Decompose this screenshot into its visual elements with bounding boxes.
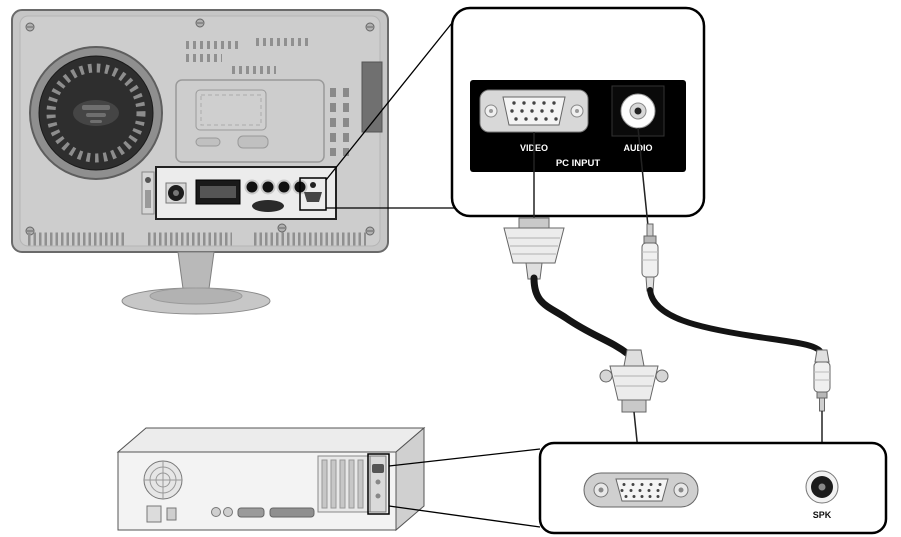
tv-side-bar xyxy=(361,61,383,133)
audio-label: AUDIO xyxy=(624,143,653,153)
video-port-pins xyxy=(510,101,558,121)
pc-video-card-bracket xyxy=(367,453,390,515)
pc-output-callout-frame xyxy=(538,441,888,535)
pc-output-port-marker xyxy=(367,453,390,515)
audio-cable xyxy=(637,127,831,468)
tv-speaker xyxy=(29,46,163,180)
tv-top-vents xyxy=(186,38,308,74)
vga-connector-lower xyxy=(599,349,669,413)
pc-power-switch xyxy=(166,507,177,521)
vga-cable-wire xyxy=(530,274,632,358)
tv-callout-lines xyxy=(325,17,457,209)
pc-io-ports xyxy=(211,507,315,518)
tv-stand xyxy=(121,251,271,315)
pc-power-socket xyxy=(146,505,162,523)
video-port xyxy=(479,89,589,133)
tv-screws xyxy=(25,18,375,236)
pc-vga-port-pins xyxy=(620,483,662,498)
pc-output-callout: SPK xyxy=(538,441,888,535)
audio-port xyxy=(611,85,665,137)
tv-connection-panel xyxy=(141,166,337,220)
oval-connector xyxy=(252,200,284,212)
spk-port xyxy=(805,470,839,504)
audio-plug-upper xyxy=(641,223,659,292)
pc-input-callout: VIDEO AUDIO PC INPUT xyxy=(450,6,706,218)
pc-fan xyxy=(143,460,183,500)
av-jacks xyxy=(244,179,308,195)
vga-connector-upper xyxy=(503,217,565,280)
pc-vga-port xyxy=(583,472,699,508)
pc-expansion-slots xyxy=(317,455,373,513)
pc-input-port-marker xyxy=(299,177,327,211)
audio-cable-wire xyxy=(647,287,823,354)
pc-tower xyxy=(116,426,426,532)
pc-input-label: PC INPUT xyxy=(556,158,601,169)
audio-plug-lower xyxy=(813,349,831,412)
pc-callout-lines xyxy=(388,448,541,528)
spk-label: SPK xyxy=(813,510,832,520)
tv-back-panel xyxy=(11,9,389,253)
vga-cable xyxy=(503,132,669,471)
tv-rear-molding xyxy=(175,79,349,163)
